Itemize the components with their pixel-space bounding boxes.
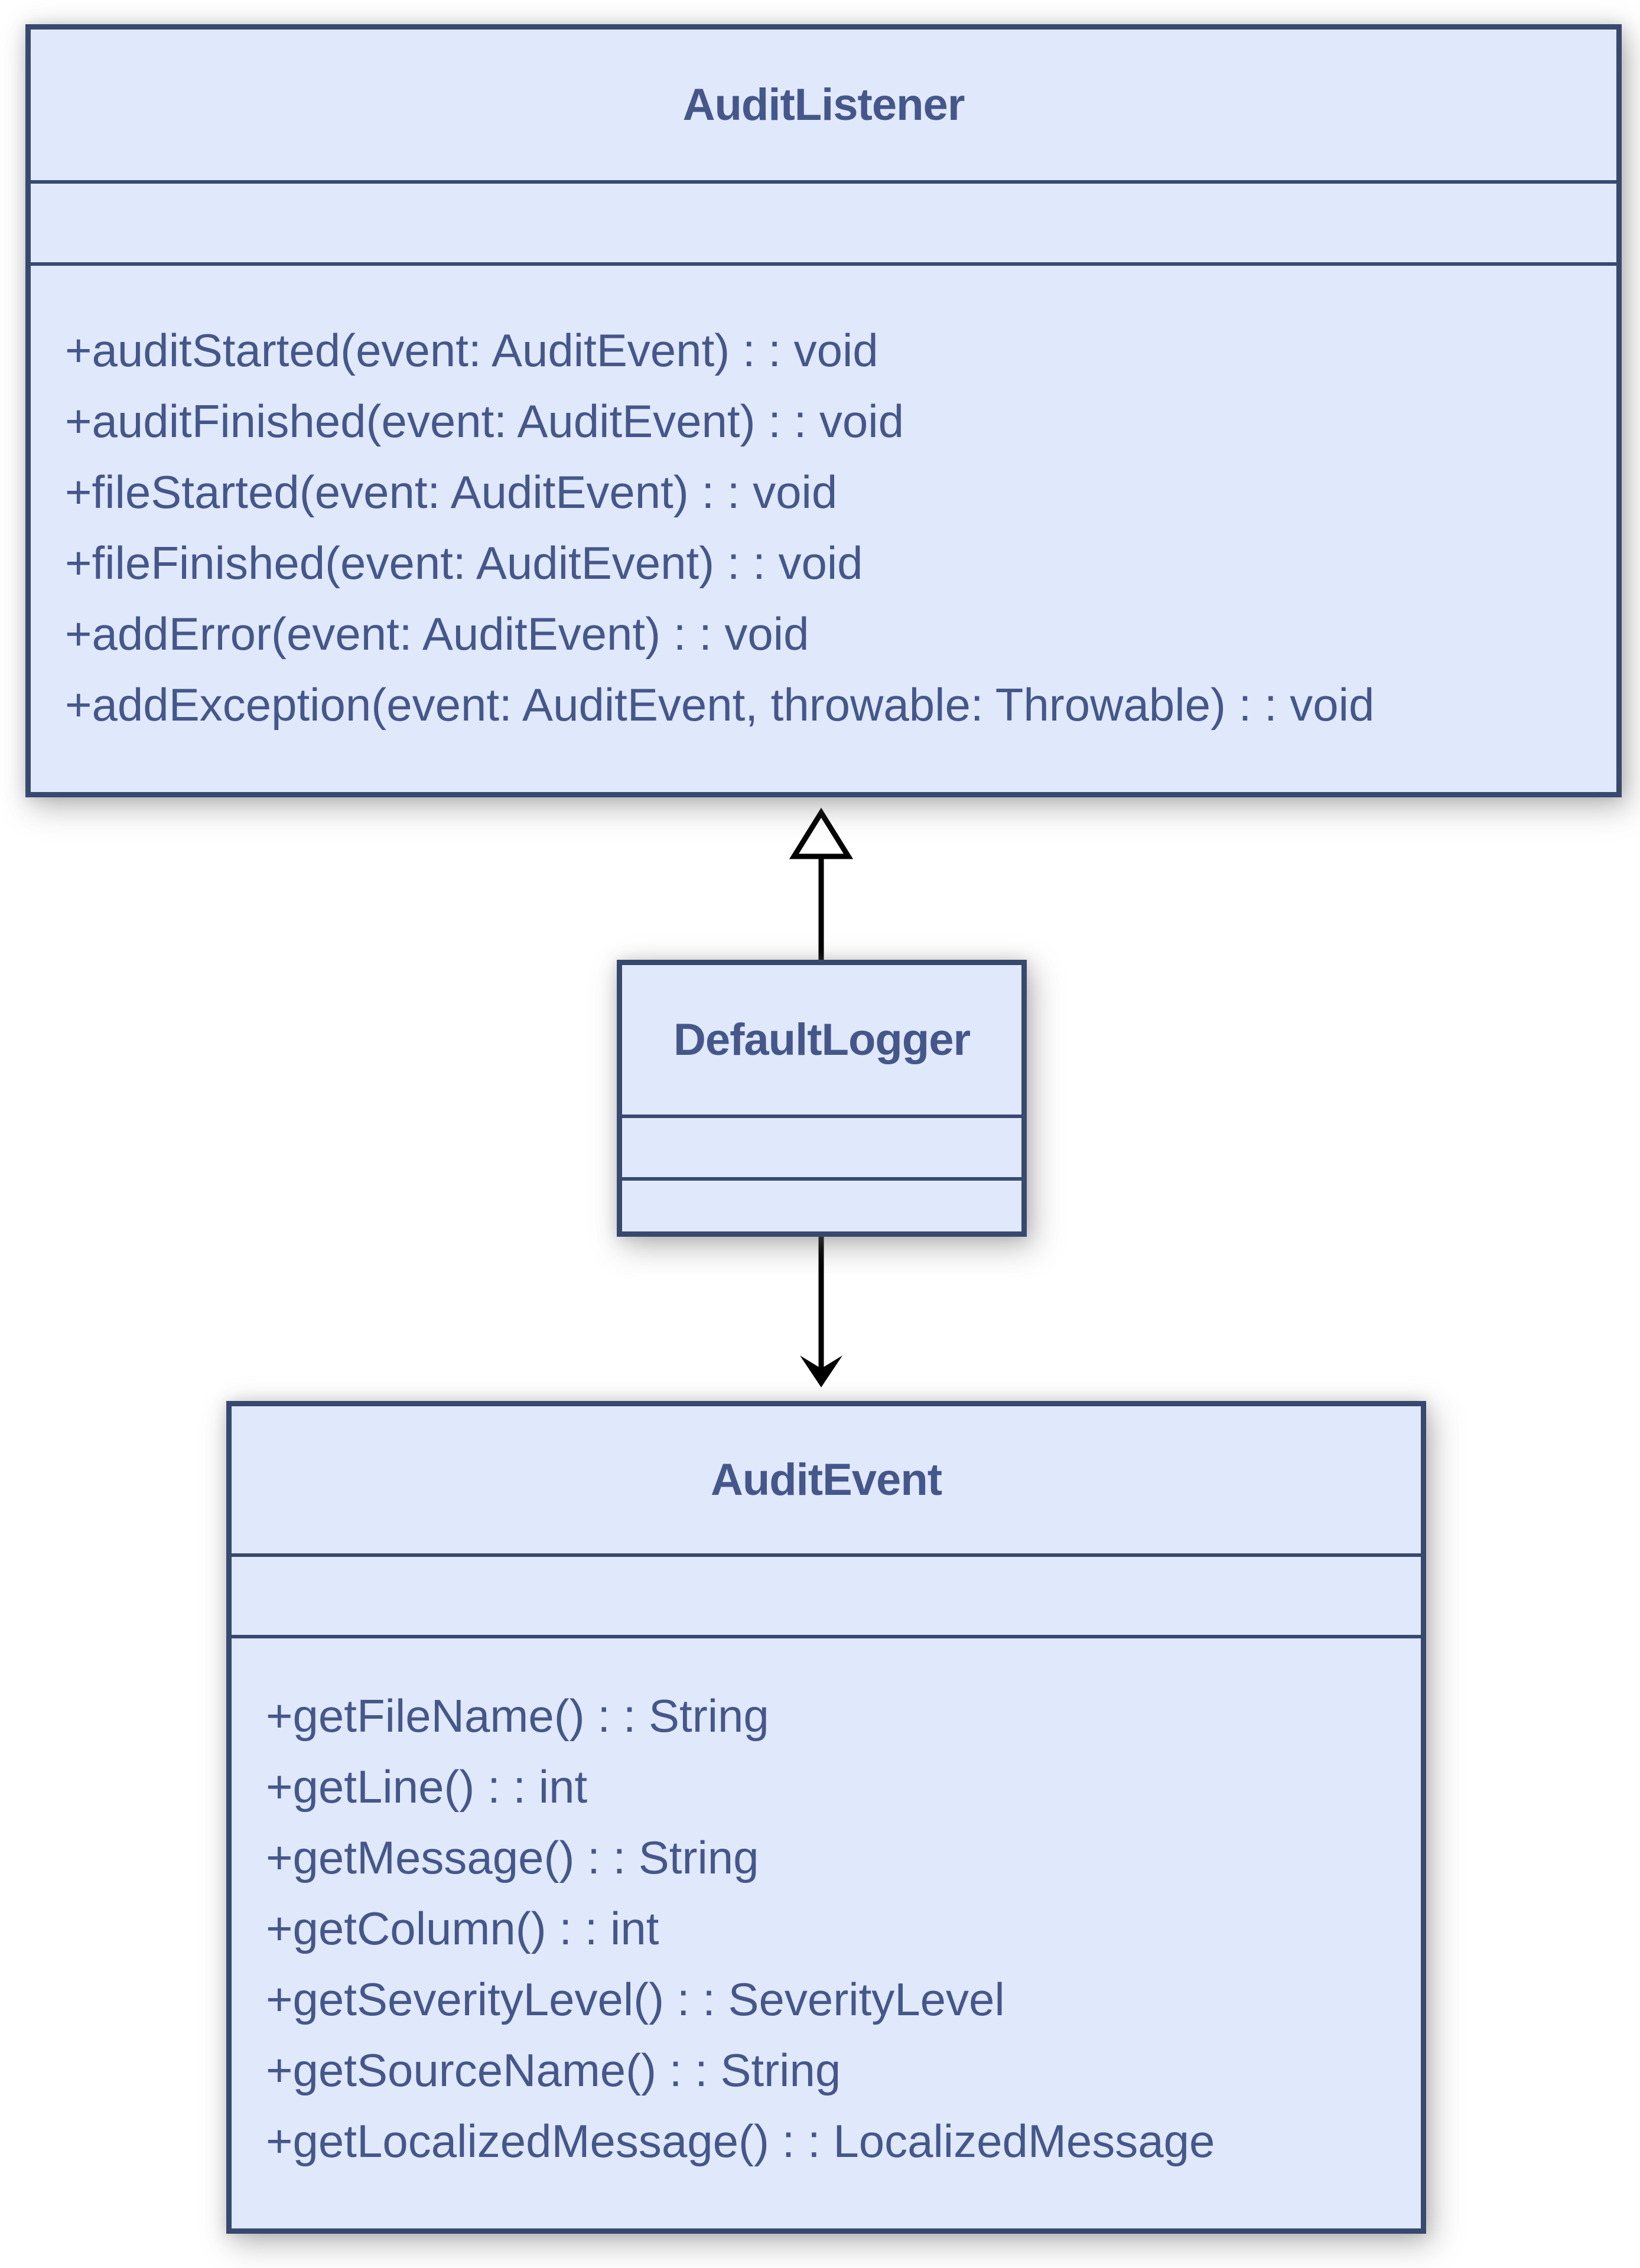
methods-compartment-auditlistener: +auditStarted(event: AuditEvent) : : voi…	[31, 262, 1616, 792]
class-box-auditlistener: AuditListener +auditStarted(event: Audit…	[25, 24, 1622, 797]
class-title-defaultlogger: DefaultLogger	[673, 1015, 971, 1065]
hollow-triangle-arrowhead-icon	[789, 807, 854, 859]
class-box-defaultlogger: DefaultLogger	[617, 960, 1027, 1237]
methods-compartment-auditevent: +getFileName() : : String +getLine() : : …	[232, 1635, 1421, 2228]
method-item: +getSourceName() : : String	[266, 2044, 841, 2096]
method-item: +getFileName() : : String	[266, 1690, 769, 1742]
filled-v-arrowhead-icon	[800, 1355, 842, 1387]
association-arrow	[800, 1234, 842, 1387]
method-item: +getMessage() : : String	[266, 1832, 759, 1884]
method-item: +auditStarted(event: AuditEvent) : : voi…	[65, 324, 878, 376]
attributes-compartment-defaultlogger	[622, 1115, 1021, 1177]
class-title-auditevent: AuditEvent	[710, 1455, 942, 1505]
method-item: +auditFinished(event: AuditEvent) : : vo…	[65, 395, 904, 447]
method-item: +fileFinished(event: AuditEvent) : : voi…	[65, 537, 863, 589]
class-title-auditlistener: AuditListener	[682, 80, 965, 130]
method-item: +getLocalizedMessage() : : LocalizedMess…	[266, 2115, 1215, 2167]
method-item: +getSeverityLevel() : : SeverityLevel	[266, 1973, 1005, 2025]
method-item: +addError(event: AuditEvent) : : void	[65, 608, 809, 660]
attributes-compartment-auditlistener	[31, 180, 1616, 262]
class-box-auditevent: AuditEvent +getFileName() : : String+get…	[226, 1401, 1426, 2234]
method-item: +getColumn() : : int	[266, 1902, 659, 1954]
method-item: +fileStarted(event: AuditEvent) : : void	[65, 466, 838, 518]
methods-compartment-defaultlogger	[622, 1177, 1021, 1231]
method-item: +addException(event: AuditEvent, throwab…	[65, 679, 1375, 731]
attributes-compartment-auditevent	[232, 1553, 1421, 1635]
realization-arrow	[789, 807, 854, 964]
method-item: +getLine() : : int	[266, 1761, 588, 1813]
